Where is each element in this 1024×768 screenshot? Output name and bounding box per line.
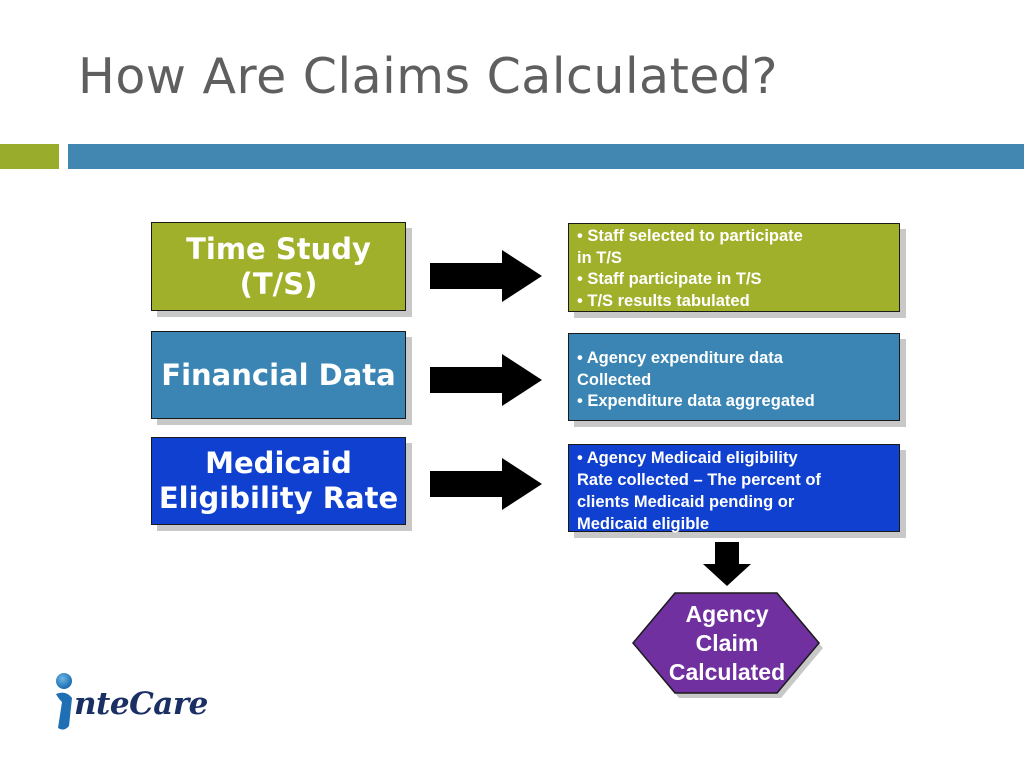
result-line2: Claim [695, 630, 759, 656]
detail-line: • Staff participate in T/S [577, 270, 762, 288]
medicaid-label-line1: Medicaid [205, 446, 352, 481]
result-line3: Calculated [668, 659, 786, 685]
arrow-right-icon [430, 354, 542, 406]
time-study-details-box: • Staff selected to participate in T/S •… [568, 223, 900, 312]
detail-line: • T/S results tabulated [577, 291, 750, 310]
detail-line: • Staff selected to participate [577, 227, 803, 245]
detail-line: • Agency Medicaid eligibility [577, 449, 798, 467]
medicaid-label-line2: Eligibility Rate [158, 481, 399, 515]
accent-bar-green [0, 144, 59, 169]
arrow-down-icon [703, 542, 751, 586]
detail-line: in T/S [577, 248, 622, 267]
arrow-right-icon [430, 250, 542, 302]
detail-line: Medicaid eligible [577, 515, 710, 533]
slide-title: How Are Claims Calculated? [78, 48, 779, 105]
detail-line: clients Medicaid pending or [577, 493, 795, 511]
logo-wordmark: nteCare [74, 686, 208, 722]
result-label: Agency Claim Calculated [631, 600, 823, 687]
accent-bar-blue [68, 144, 1024, 169]
detail-line: Collected [577, 370, 652, 389]
person-i-icon [56, 673, 72, 730]
time-study-label: Time Study [186, 231, 371, 266]
arrow-right-icon [430, 458, 542, 510]
medicaid-details-box: • Agency Medicaid eligibility Rate colle… [568, 444, 900, 533]
time-study-abbrev: (T/S) [239, 266, 318, 301]
time-study-box: Time Study (T/S) [151, 222, 406, 311]
financial-details-box: • Agency expenditure data Collected • Ex… [568, 333, 900, 421]
financial-data-box: Financial Data [151, 331, 406, 419]
detail-line: Rate collected – The percent of [577, 471, 821, 489]
result-line1: Agency [685, 601, 769, 627]
detail-line: • Agency expenditure data [577, 349, 783, 367]
medicaid-eligibility-box: Medicaid Eligibility Rate [151, 437, 406, 525]
result-hexagon [632, 592, 823, 698]
detail-line: • Expenditure data aggregated [577, 392, 815, 410]
financial-data-label: Financial Data [161, 357, 396, 392]
